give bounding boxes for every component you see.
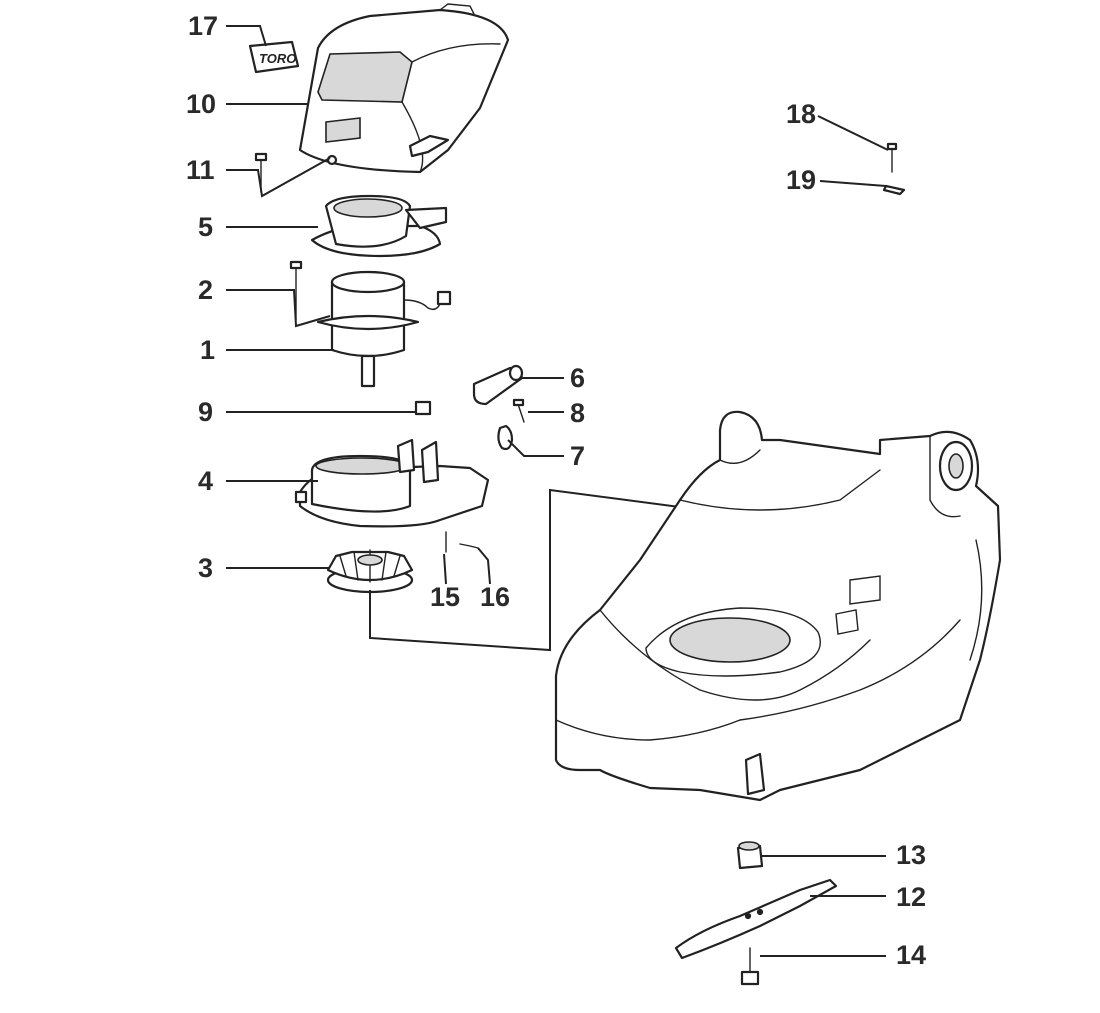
callout-19: 19 bbox=[786, 165, 816, 195]
callout-6: 6 bbox=[570, 363, 585, 393]
callout-14: 14 bbox=[896, 940, 926, 970]
mower-deck-part bbox=[554, 410, 1002, 802]
screw-part bbox=[512, 398, 525, 423]
spring-pin-part bbox=[445, 531, 479, 553]
callout-16: 16 bbox=[480, 582, 510, 612]
air-duct-part bbox=[310, 194, 448, 258]
fan-part bbox=[326, 549, 414, 594]
callout-1: 1 bbox=[200, 335, 215, 365]
fan-housing-part bbox=[294, 438, 490, 528]
callout-labels: 17 10 11 5 2 1 9 4 3 6 8 7 15 16 18 19 1… bbox=[186, 11, 926, 970]
callout-5: 5 bbox=[198, 212, 213, 242]
callout-17: 17 bbox=[188, 11, 218, 41]
leader-lines bbox=[226, 25, 889, 957]
blade-part bbox=[674, 878, 838, 960]
callout-3: 3 bbox=[198, 553, 213, 583]
roller-part bbox=[472, 364, 524, 406]
callout-10: 10 bbox=[186, 89, 216, 119]
callout-9: 9 bbox=[198, 397, 213, 427]
motor-part bbox=[316, 270, 452, 388]
callout-8: 8 bbox=[570, 398, 585, 428]
screw-washer-part bbox=[882, 142, 906, 196]
callout-4: 4 bbox=[198, 466, 213, 496]
callout-18: 18 bbox=[786, 99, 816, 129]
callout-11: 11 bbox=[186, 155, 215, 185]
callout-12: 12 bbox=[896, 882, 926, 912]
clip-part-7 bbox=[497, 424, 514, 451]
decal-part: TORO bbox=[248, 40, 300, 74]
callout-2: 2 bbox=[198, 275, 213, 305]
callout-13: 13 bbox=[896, 840, 926, 870]
callout-15: 15 bbox=[430, 582, 460, 612]
motor-cover-part bbox=[298, 3, 510, 174]
callout-7: 7 bbox=[570, 441, 585, 471]
logo-text: TORO bbox=[259, 51, 296, 66]
blade-adapter-part bbox=[736, 841, 764, 870]
blade-bolt-part bbox=[740, 947, 760, 986]
clip-part bbox=[414, 400, 432, 416]
